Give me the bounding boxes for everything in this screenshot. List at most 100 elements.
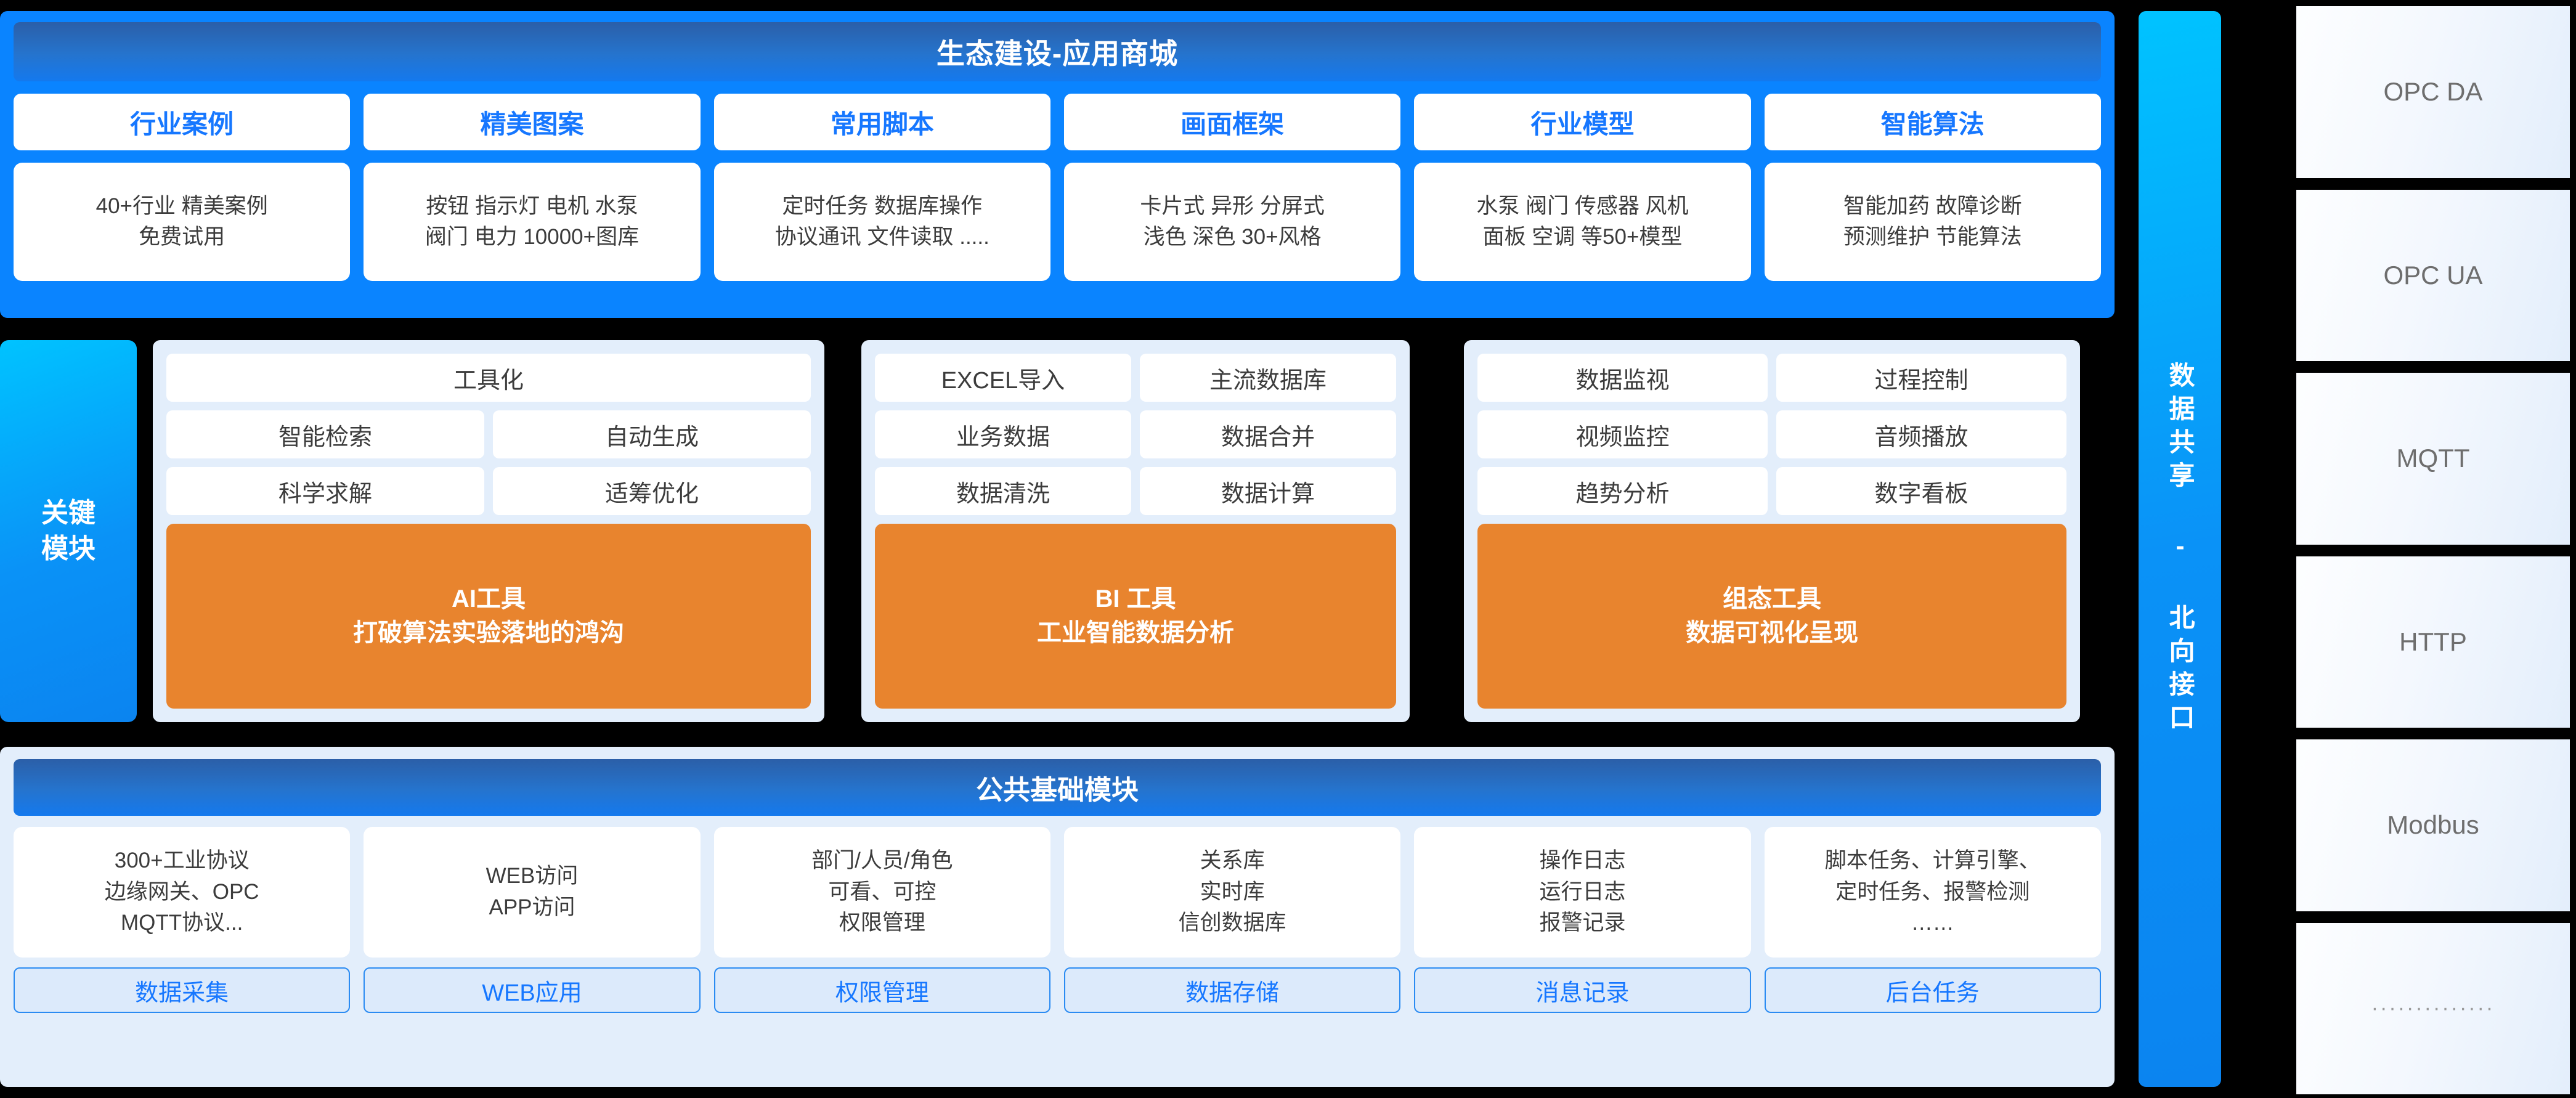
- base-modules-card[interactable]: WEB访问 APP访问: [364, 827, 701, 958]
- base-tag-permission-management[interactable]: 权限管理: [713, 967, 1050, 1013]
- tab-label: 精美图案: [480, 109, 584, 139]
- ecosystem-tab-scripts[interactable]: 常用脚本: [713, 94, 1050, 150]
- card-line: WEB访问: [486, 864, 579, 889]
- sidebar-label-line: 关键: [41, 497, 95, 528]
- cell-label: 适筹优化: [604, 481, 699, 507]
- cell-label: 智能检索: [278, 424, 372, 450]
- banner-title: BI 工具: [1095, 585, 1176, 612]
- ecosystem-card[interactable]: 卡片式 异形 分屏式 浅色 深色 30+风格: [1063, 163, 1401, 281]
- ecosystem-title: 生态建设-应用商城: [936, 38, 1179, 70]
- bi-tools-cell-excel-import[interactable]: EXCEL导入: [875, 354, 1131, 402]
- protocol-card-more[interactable]: ··············: [2296, 922, 2570, 1094]
- base-modules-card[interactable]: 关系库 实时库 信创数据库: [1063, 827, 1401, 958]
- ai-tools-cell-auto-generate[interactable]: 自动生成: [493, 410, 811, 458]
- card-line: APP访问: [489, 895, 575, 919]
- ai-tools-cell-optimization[interactable]: 适筹优化: [493, 467, 811, 515]
- cell-label: 数据计算: [1221, 481, 1315, 507]
- card-line: 脚本任务、计算引擎、: [1824, 848, 2041, 872]
- ecosystem-title-bar: 生态建设-应用商城: [14, 22, 2101, 81]
- card-line: ……: [1911, 911, 1954, 935]
- card-line: 权限管理: [839, 911, 925, 935]
- config-tools-panel: 数据监视 过程控制 视频监控 音频播放 趋势分析 数字看板: [1464, 340, 2080, 722]
- config-tools-cell-data-monitor[interactable]: 数据监视: [1477, 354, 1768, 402]
- config-tools-banner: 组态工具 数据可视化呈现: [1477, 524, 2066, 709]
- bi-tools-cell-data-computation[interactable]: 数据计算: [1140, 467, 1396, 515]
- card-line: 定时任务、报警检测: [1835, 879, 2030, 904]
- base-modules-panel: 公共基础模块 300+工业协议 边缘网关、OPC MQTT协议... WEB访问…: [0, 747, 2115, 1087]
- protocol-card-opc-ua[interactable]: OPC UA: [2296, 189, 2570, 361]
- cell-label: 数字看板: [1874, 481, 1969, 507]
- protocol-label: MQTT: [2396, 444, 2470, 473]
- ecosystem-panel: 生态建设-应用商城 行业案例 精美图案 常用脚本 画面框架 行业模型: [0, 11, 2115, 318]
- config-tools-cell-digital-dashboard[interactable]: 数字看板: [1776, 467, 2066, 515]
- base-tag-background-task[interactable]: 后台任务: [1764, 967, 2101, 1013]
- banner-subtitle: 打破算法实验落地的鸿沟: [353, 619, 624, 646]
- ai-tools-cell-toolization[interactable]: 工具化: [166, 354, 811, 402]
- base-tag-data-acquisition[interactable]: 数据采集: [14, 967, 351, 1013]
- protocol-label: OPC UA: [2383, 260, 2483, 290]
- card-line: 可看、可控: [828, 879, 937, 904]
- card-line: 边缘网关、OPC: [104, 879, 259, 904]
- config-tools-cell-trend-analysis[interactable]: 趋势分析: [1477, 467, 1768, 515]
- card-line: 定时任务 数据库操作: [782, 194, 983, 219]
- config-tools-cell-audio-playback[interactable]: 音频播放: [1776, 410, 2066, 458]
- protocol-card-opc-da[interactable]: OPC DA: [2296, 6, 2570, 178]
- key-modules-sidebar-label: 关键 模块: [41, 495, 95, 567]
- ecosystem-tab-industry-models[interactable]: 行业模型: [1414, 94, 1751, 150]
- bi-tools-banner: BI 工具 工业智能数据分析: [875, 524, 1396, 709]
- ai-tools-cell-smart-search[interactable]: 智能检索: [166, 410, 484, 458]
- ai-tools-grid: 工具化 智能检索 自动生成 科学求解 适筹优化: [166, 354, 811, 515]
- card-line: 信创数据库: [1178, 911, 1286, 935]
- config-tools-cell-process-control[interactable]: 过程控制: [1776, 354, 2066, 402]
- ecosystem-card[interactable]: 按钮 指示灯 电机 水泵 阀门 电力 10000+图库: [364, 163, 701, 281]
- bi-tools-cell-business-data[interactable]: 业务数据: [875, 410, 1131, 458]
- ecosystem-card[interactable]: 定时任务 数据库操作 协议通讯 文件读取 .....: [713, 163, 1050, 281]
- protocol-card-mqtt[interactable]: MQTT: [2296, 373, 2570, 545]
- ecosystem-card[interactable]: 40+行业 精美案例 免费试用: [14, 163, 351, 281]
- base-modules-card[interactable]: 部门/人员/角色 可看、可控 权限管理: [713, 827, 1050, 958]
- base-tag-message-log[interactable]: 消息记录: [1414, 967, 1751, 1013]
- bi-tools-cell-data-cleaning[interactable]: 数据清洗: [875, 467, 1131, 515]
- protocol-label: Modbus: [2387, 810, 2479, 840]
- base-tag-web-application[interactable]: WEB应用: [364, 967, 701, 1013]
- card-line: 报警记录: [1539, 911, 1626, 935]
- cell-label: 视频监控: [1575, 424, 1670, 450]
- cell-label: 自动生成: [604, 424, 699, 450]
- tag-label: 消息记录: [1535, 980, 1630, 1006]
- ai-tools-banner: AI工具 打破算法实验落地的鸿沟: [166, 524, 811, 709]
- ecosystem-tab-graphics[interactable]: 精美图案: [364, 94, 701, 150]
- protocol-label: ··············: [2371, 996, 2495, 1020]
- sidebar-label-line: 模块: [41, 534, 95, 564]
- ecosystem-tab-industry-cases[interactable]: 行业案例: [14, 94, 351, 150]
- bi-tools-cell-data-merge[interactable]: 数据合并: [1140, 410, 1396, 458]
- card-line: 300+工业协议: [114, 848, 250, 872]
- card-line: 面板 空调 等50+模型: [1482, 225, 1683, 249]
- ai-tools-cell-scientific-solving[interactable]: 科学求解: [166, 467, 484, 515]
- ecosystem-tab-screen-frames[interactable]: 画面框架: [1063, 94, 1401, 150]
- base-modules-card[interactable]: 300+工业协议 边缘网关、OPC MQTT协议...: [14, 827, 351, 958]
- ecosystem-card[interactable]: 水泵 阀门 传感器 风机 面板 空调 等50+模型: [1414, 163, 1751, 281]
- protocol-label: OPC DA: [2383, 77, 2483, 107]
- base-modules-title: 公共基础模块: [976, 775, 1139, 805]
- main-column: 生态建设-应用商城 行业案例 精美图案 常用脚本 画面框架 行业模型: [0, 11, 2115, 1087]
- base-modules-card[interactable]: 脚本任务、计算引擎、 定时任务、报警检测 ……: [1764, 827, 2101, 958]
- bi-tools-cell-mainstream-db[interactable]: 主流数据库: [1140, 354, 1396, 402]
- cell-label: 趋势分析: [1575, 481, 1670, 507]
- card-line: 协议通讯 文件读取 .....: [774, 225, 989, 249]
- base-modules-card[interactable]: 操作日志 运行日志 报警记录: [1414, 827, 1751, 958]
- ecosystem-tab-smart-algorithms[interactable]: 智能算法: [1764, 94, 2101, 150]
- ecosystem-card[interactable]: 智能加药 故障诊断 预测维护 节能算法: [1764, 163, 2101, 281]
- base-modules-title-bar: 公共基础模块: [14, 759, 2101, 816]
- ai-tools-panel: 工具化 智能检索 自动生成 科学求解 适筹优化 A: [153, 340, 824, 722]
- protocol-column: OPC DA OPC UA MQTT HTTP Modbus ·········…: [2296, 6, 2570, 1094]
- cell-label: 主流数据库: [1209, 367, 1327, 394]
- tab-label: 行业案例: [130, 109, 234, 139]
- tag-label: 后台任务: [1885, 980, 1980, 1006]
- protocol-card-http[interactable]: HTTP: [2296, 556, 2570, 728]
- card-line: 水泵 阀门 传感器 风机: [1476, 194, 1689, 219]
- base-tag-data-storage[interactable]: 数据存储: [1063, 967, 1401, 1013]
- bi-tools-panel: EXCEL导入 主流数据库 业务数据 数据合并 数据清洗 数: [861, 340, 1410, 722]
- config-tools-cell-video-surveillance[interactable]: 视频监控: [1477, 410, 1768, 458]
- protocol-card-modbus[interactable]: Modbus: [2296, 739, 2570, 911]
- data-sharing-bar: 数据共享 - 北向接口: [2139, 11, 2221, 1087]
